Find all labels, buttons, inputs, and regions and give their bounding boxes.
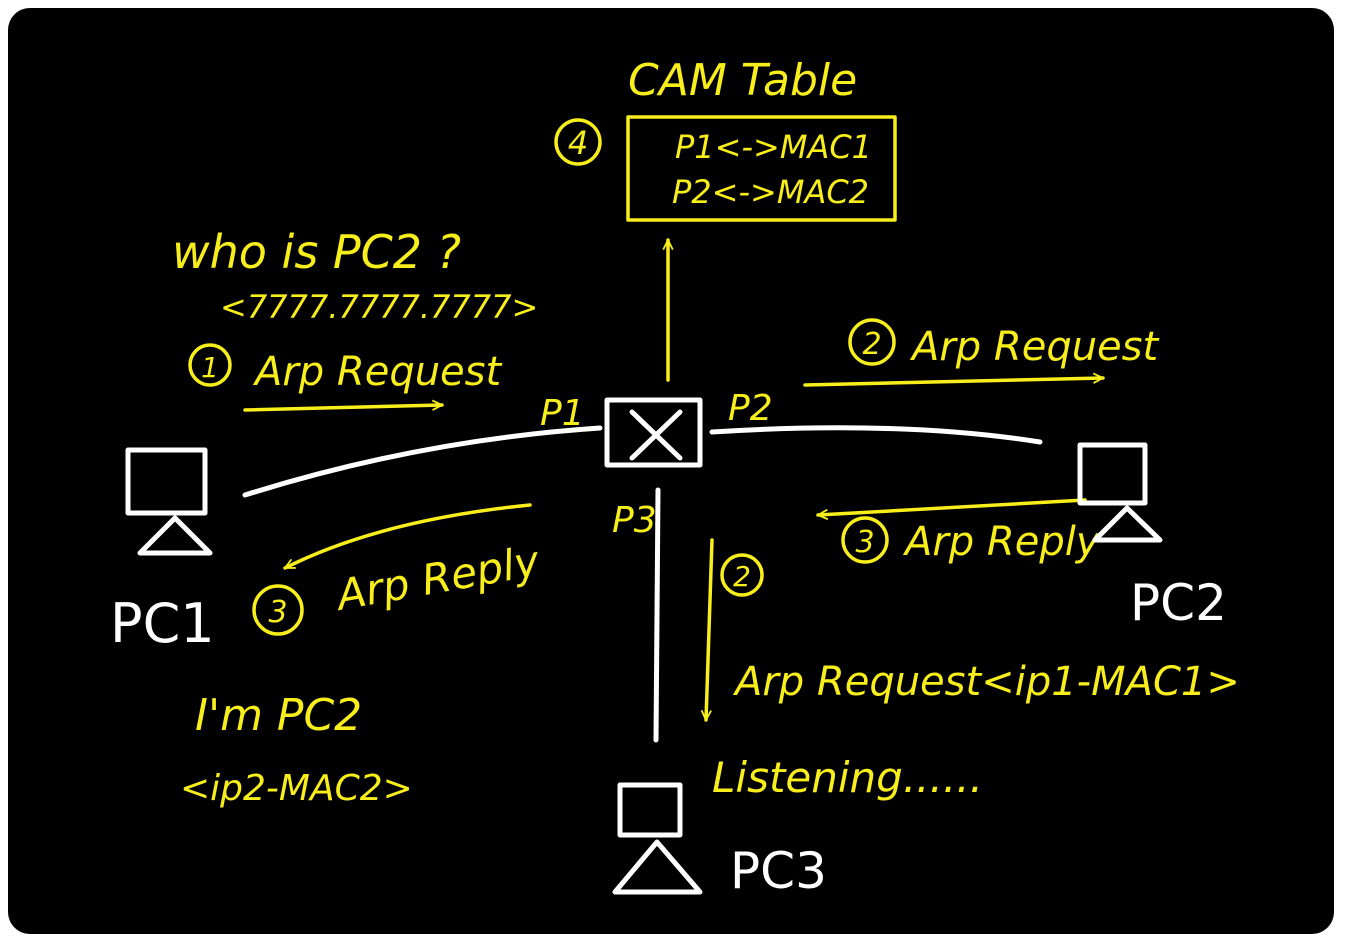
step1-arp-request-label: Arp Request xyxy=(252,349,503,395)
port-p2-label: P2 xyxy=(728,388,773,429)
step-3-badge-pc2: 3 xyxy=(841,516,889,564)
switch-x-icon xyxy=(604,397,703,468)
step3-arp-reply-label-pc2: Arp Reply xyxy=(902,519,1101,565)
pc2-computer-icon xyxy=(1077,442,1163,543)
step3-arrow-pc2 xyxy=(816,498,1087,515)
canvas-background xyxy=(8,8,1334,934)
step2-arrow-pc2 xyxy=(803,378,1105,387)
link-p2-pc2 xyxy=(709,425,1043,445)
pc2-ip-mac: <ip2-MAC2> xyxy=(180,768,413,809)
svg-text:1: 1 xyxy=(201,351,219,384)
pc1-label: PC1 xyxy=(110,592,215,655)
who-is-question: who is PC2 ? xyxy=(172,225,461,279)
step-4-badge: 4 xyxy=(554,118,602,166)
pc3-computer-icon xyxy=(612,782,703,895)
step-1-badge: 1 xyxy=(188,343,232,387)
port-p3-label: P3 xyxy=(612,500,657,541)
step2-arp-request-label: Arp Request xyxy=(909,324,1160,370)
svg-text:4: 4 xyxy=(568,124,588,162)
svg-text:3: 3 xyxy=(268,595,287,630)
link-p3-pc3 xyxy=(653,487,661,743)
step3-arrow-pc1 xyxy=(285,503,532,570)
pc2-label: PC2 xyxy=(1130,574,1227,632)
pc3-label: PC3 xyxy=(730,842,827,900)
cam-row-1: P1<->MAC1 xyxy=(675,128,872,166)
broadcast-mac: <7777.7777.7777> xyxy=(220,288,538,326)
svg-text:2: 2 xyxy=(862,327,881,362)
cam-table-title: CAM Table xyxy=(628,55,857,106)
listening-status: Listening...... xyxy=(712,753,983,802)
link-pc1-p1 xyxy=(242,425,603,498)
cam-table-box xyxy=(626,115,897,222)
im-pc2-text: I'm PC2 xyxy=(195,690,362,741)
cam-row-2: P2<->MAC2 xyxy=(672,173,869,211)
port-p1-label: P1 xyxy=(540,393,585,434)
step-2-badge-pc2: 2 xyxy=(848,318,896,366)
step-2-badge-pc3: 2 xyxy=(720,553,764,597)
svg-text:2: 2 xyxy=(733,560,751,593)
pc1-computer-icon xyxy=(125,447,213,556)
step2-arp-request-ip1-label: Arp Request<ip1-MAC1> xyxy=(732,659,1240,705)
svg-text:3: 3 xyxy=(855,525,874,560)
step-3-badge-pc1: 3 xyxy=(252,584,304,636)
step2-arrow-pc3 xyxy=(706,538,714,722)
step1-arrow xyxy=(243,405,444,412)
